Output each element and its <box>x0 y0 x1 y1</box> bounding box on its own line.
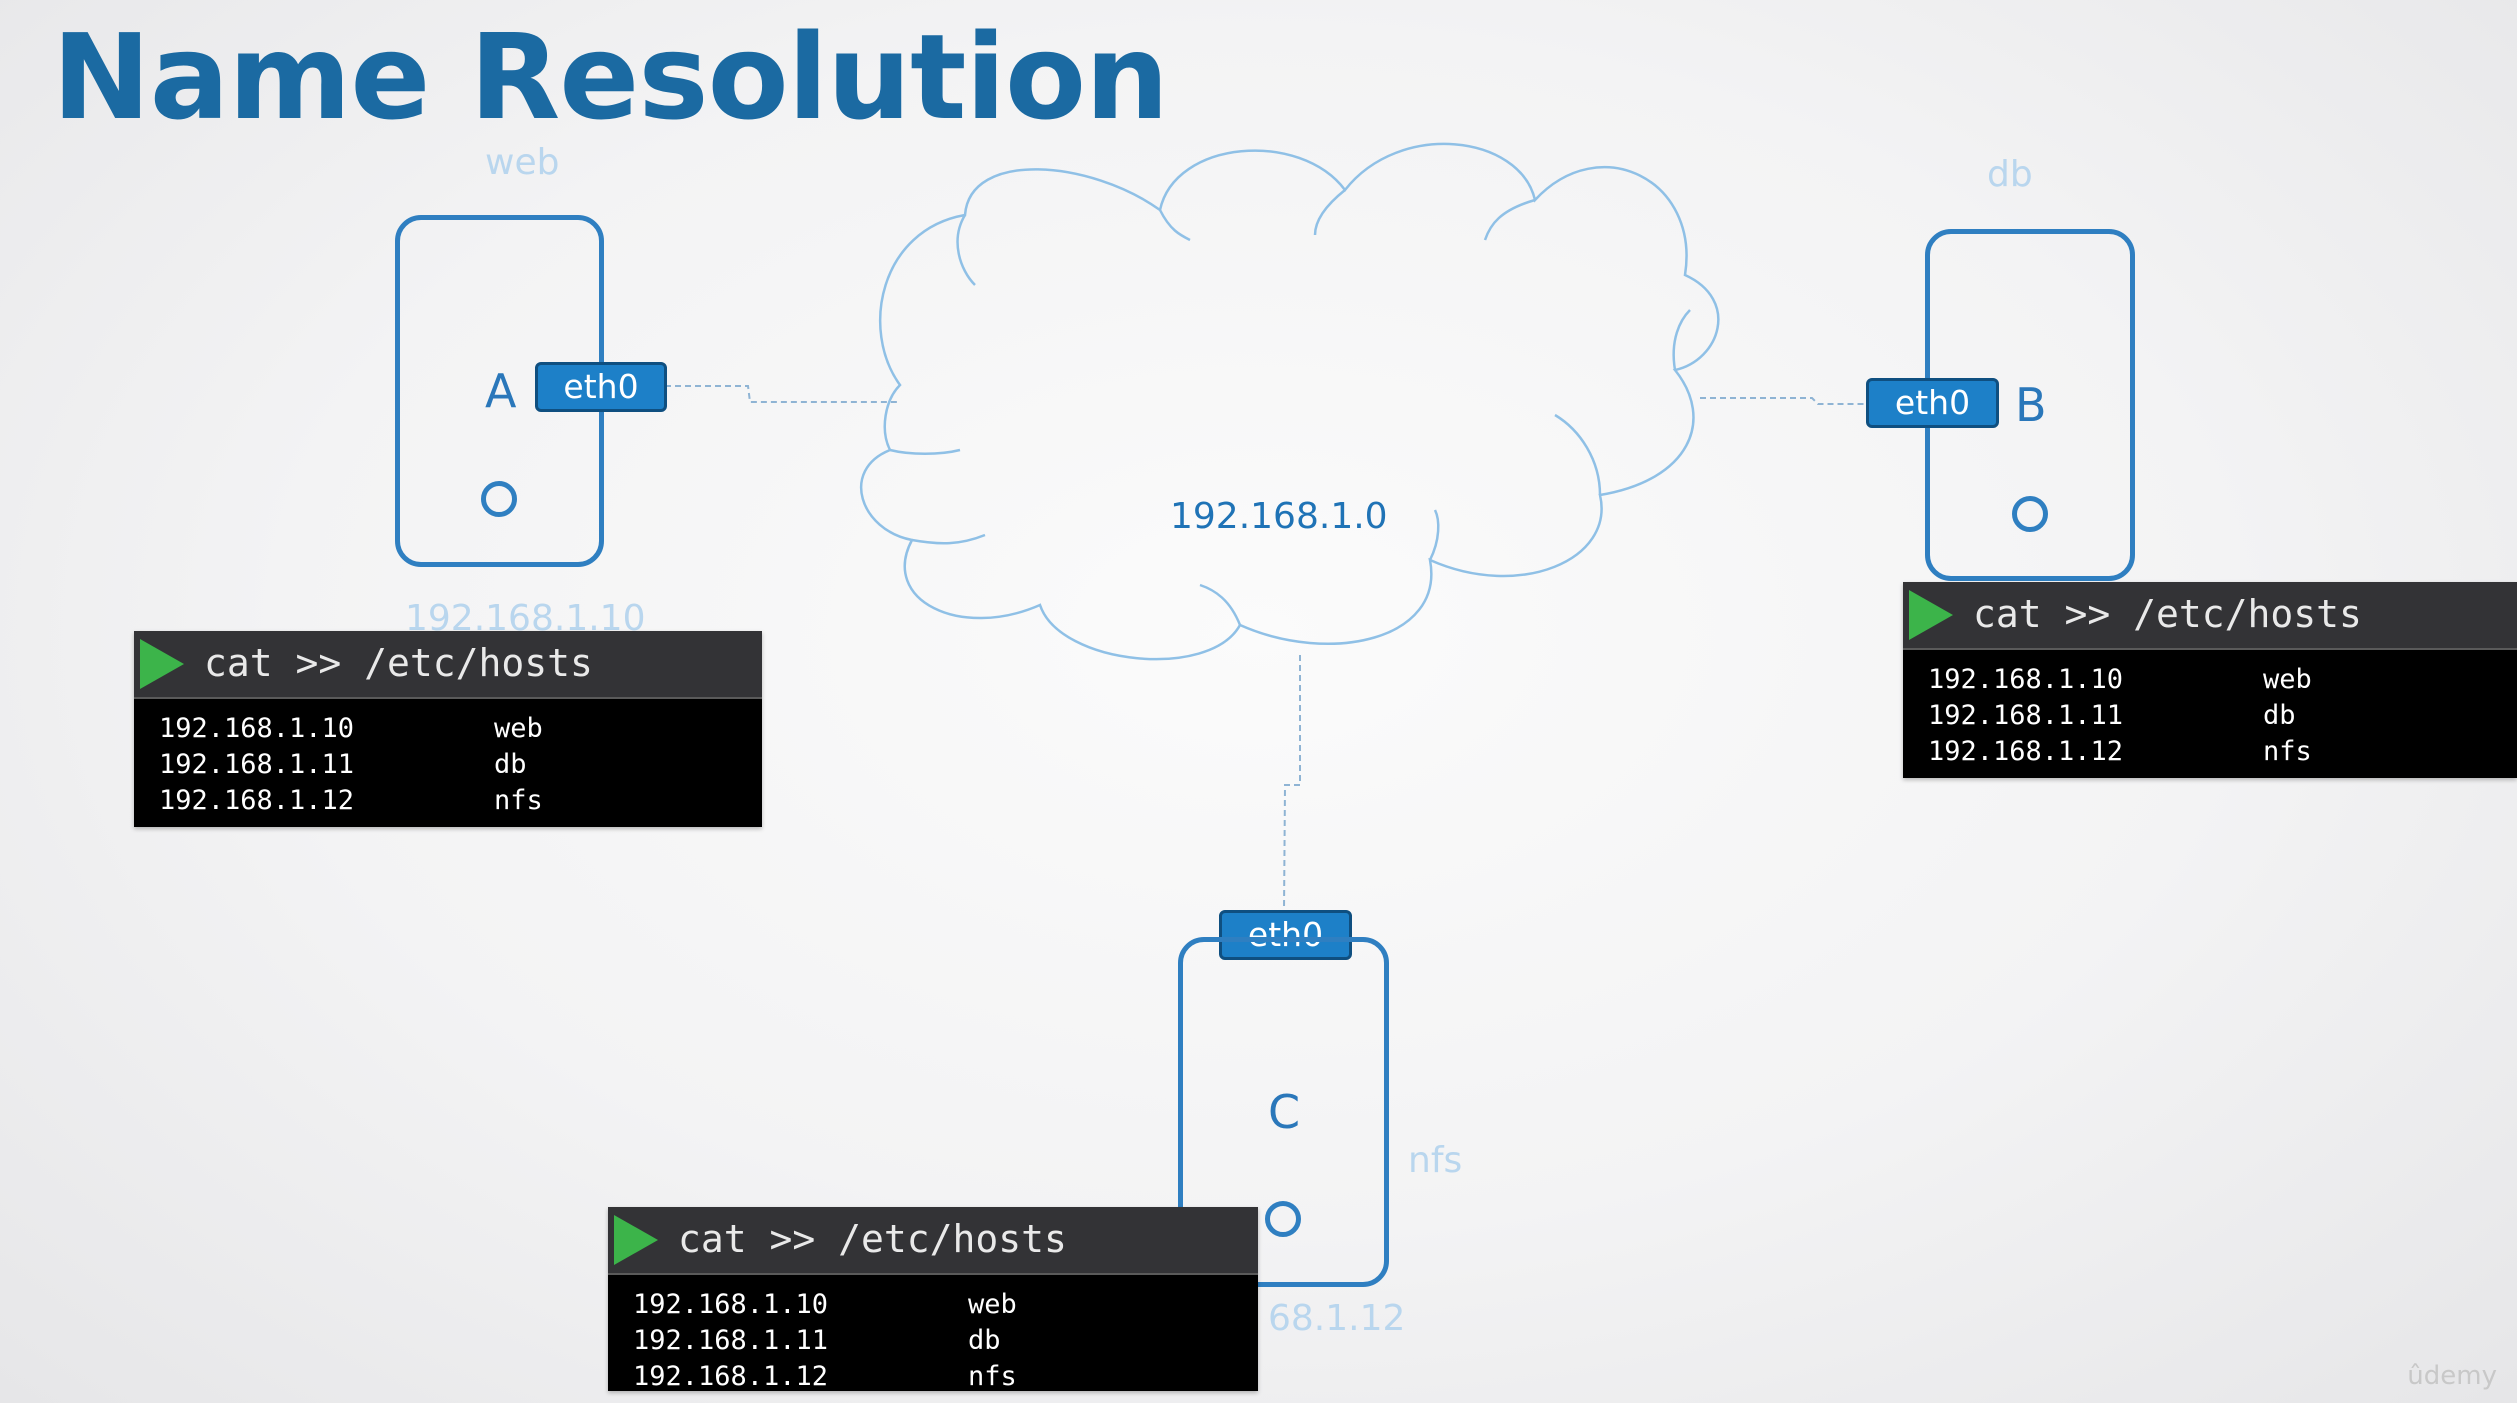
host-b-status-circle <box>2012 496 2048 532</box>
terminal-c-command: cat >> /etc/hosts <box>678 1217 1067 1261</box>
terminal-b-output: 192.168.1.10 web 192.168.1.11 db 192.168.1… <box>1903 650 2517 778</box>
host-a-eth0-interface: eth0 <box>535 362 667 412</box>
host-c-hostname: nfs <box>1408 1140 1463 1181</box>
hosts-entry: 192.168.1.12 nfs <box>633 1359 1258 1395</box>
hosts-entry-ip: 192.168.1.10 <box>1928 664 2124 695</box>
hosts-entry-ip: 192.168.1.12 <box>633 1361 829 1392</box>
hosts-entry-name: web <box>968 1289 1017 1320</box>
host-b-letter: B <box>2015 378 2047 432</box>
hosts-entry: 192.168.1.12 nfs <box>1928 734 2517 770</box>
hosts-entry-ip: 192.168.1.10 <box>159 713 355 744</box>
play-icon <box>140 639 184 689</box>
hosts-entry-ip: 192.168.1.11 <box>159 749 355 780</box>
hosts-entry-name: db <box>494 749 527 780</box>
hosts-entry-name: web <box>494 713 543 744</box>
hosts-entry-ip: 192.168.1.12 <box>159 785 355 816</box>
play-icon <box>1909 590 1953 640</box>
hosts-entry-name: nfs <box>494 785 543 816</box>
hosts-entry-ip: 192.168.1.11 <box>1928 700 2124 731</box>
link-c <box>1283 655 1301 911</box>
hosts-entry-name: nfs <box>2263 736 2312 767</box>
terminal-c-header: cat >> /etc/hosts <box>608 1207 1258 1275</box>
terminal-c: cat >> /etc/hosts 192.168.1.10 web 192.16… <box>608 1207 1258 1392</box>
host-b-hostname: db <box>1987 154 2033 195</box>
host-a-letter: A <box>485 364 517 418</box>
terminal-b-command: cat >> /etc/hosts <box>1973 592 2362 636</box>
hosts-entry-name: nfs <box>968 1361 1017 1392</box>
host-c-ip: 68.1.12 <box>1268 1298 1406 1339</box>
hosts-entry-ip: 192.168.1.11 <box>633 1325 829 1356</box>
hosts-entry: 192.168.1.10 web <box>159 711 762 747</box>
hosts-entry: 192.168.1.11 db <box>159 747 762 783</box>
cloud-outline <box>860 142 1720 661</box>
terminal-b-header: cat >> /etc/hosts <box>1903 582 2517 650</box>
host-c-status-circle <box>1265 1201 1301 1237</box>
host-a-status-circle <box>481 481 517 517</box>
hosts-entry: 192.168.1.10 web <box>633 1287 1258 1323</box>
page-title: Name Resolution <box>52 8 1169 146</box>
hosts-entry: 192.168.1.12 nfs <box>159 783 762 819</box>
link-a <box>665 385 900 403</box>
hosts-entry-name: db <box>2263 700 2296 731</box>
link-b <box>1700 397 1868 405</box>
hosts-entry: 192.168.1.11 db <box>633 1323 1258 1359</box>
host-b-eth0-interface: eth0 <box>1866 378 1999 428</box>
play-icon <box>614 1215 658 1265</box>
hosts-entry-name: web <box>2263 664 2312 695</box>
host-c-eth0-interface: eth0 <box>1219 910 1352 960</box>
host-a-hostname: web <box>485 142 560 183</box>
terminal-a-output: 192.168.1.10 web 192.168.1.11 db 192.168.1… <box>134 699 762 827</box>
terminal-c-output: 192.168.1.10 web 192.168.1.11 db 192.168.1… <box>608 1275 1258 1392</box>
hosts-entry: 192.168.1.11 db <box>1928 698 2517 734</box>
hosts-entry-ip: 192.168.1.10 <box>633 1289 829 1320</box>
network-label: 192.168.1.0 <box>1170 496 1388 537</box>
terminal-a-header: cat >> /etc/hosts <box>134 631 762 699</box>
hosts-entry-ip: 192.168.1.12 <box>1928 736 2124 767</box>
udemy-watermark: ûdemy <box>2407 1361 2497 1391</box>
terminal-a: cat >> /etc/hosts 192.168.1.10 web 192.16… <box>134 631 762 827</box>
hosts-entry-name: db <box>968 1325 1001 1356</box>
hosts-entry: 192.168.1.10 web <box>1928 662 2517 698</box>
host-c-letter: C <box>1268 1085 1301 1139</box>
host-c-box <box>1178 937 1389 1287</box>
terminal-b: cat >> /etc/hosts 192.168.1.10 web 192.16… <box>1903 582 2517 778</box>
terminal-a-command: cat >> /etc/hosts <box>204 641 593 685</box>
